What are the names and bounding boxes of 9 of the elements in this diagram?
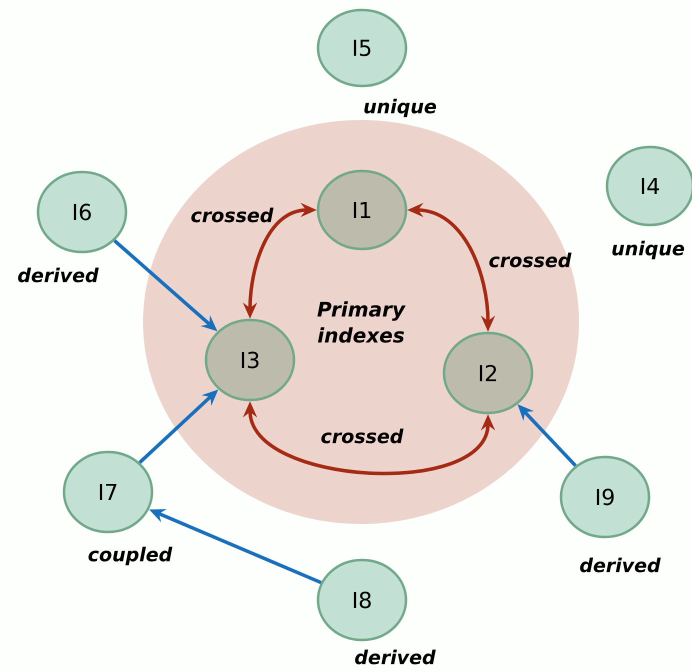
edge-label: crossed: [191, 208, 274, 222]
edge-label: crossed: [321, 428, 404, 444]
note-label: derived: [580, 558, 661, 572]
note-label: unique: [612, 240, 684, 260]
note-label: derived: [18, 268, 99, 282]
note-label: derived: [355, 650, 436, 664]
note-label: unique: [364, 98, 436, 118]
edge-label: crossed: [489, 252, 572, 268]
note-label: coupled: [88, 546, 172, 566]
